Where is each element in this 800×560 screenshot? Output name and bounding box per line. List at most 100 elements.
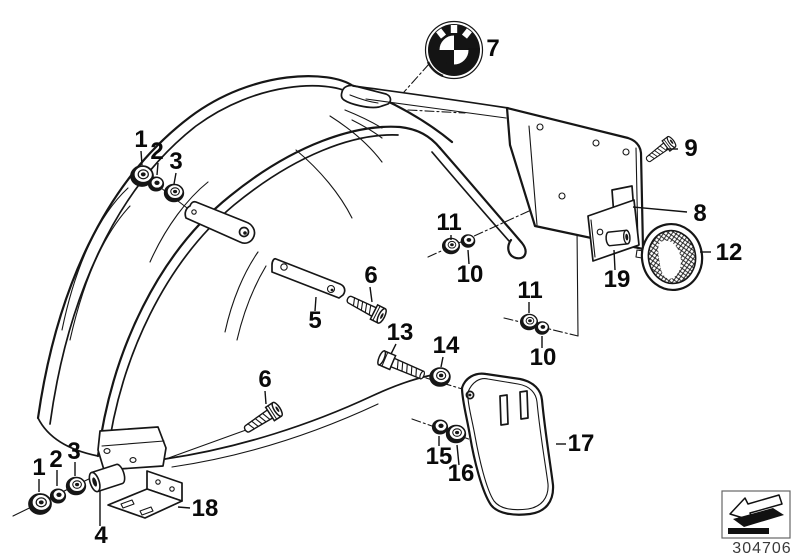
fender-streak (236, 265, 267, 341)
angle-bracket-18 (107, 470, 183, 519)
fender-top-bracket (340, 84, 392, 109)
part-callout: 3 (169, 148, 182, 175)
part-callout: 13 (387, 319, 414, 346)
fender-outer-edge-inner (49, 84, 351, 425)
bmw-roundel-icon (424, 20, 484, 80)
bracket-slot (139, 506, 154, 516)
strip-bracket-5 (271, 257, 346, 299)
part-callout: 2 (150, 138, 163, 165)
strip-bracket-hole (326, 284, 336, 294)
fender-streak (61, 187, 129, 331)
part-callout: 10 (457, 261, 484, 288)
part-callout: 18 (192, 495, 219, 522)
lug-hole (103, 448, 111, 454)
fender-mount-lug (97, 426, 167, 471)
nut-3-bottom (65, 476, 87, 496)
mudflap-slot (519, 390, 529, 420)
stay-arm-end (191, 209, 197, 215)
fasteners (28, 134, 678, 515)
plate-hole (536, 123, 544, 131)
screw-9 (642, 134, 678, 166)
part-callout: 14 (433, 332, 460, 359)
part-callout: 17 (568, 430, 595, 457)
reflector-highlight (658, 240, 681, 279)
callout-leader-line (156, 162, 159, 176)
nut-3-top (163, 183, 185, 203)
plate-hole (622, 148, 630, 156)
mudflap (460, 372, 555, 516)
reflector (640, 222, 704, 292)
washer-2-top (147, 176, 165, 192)
part-callout: 12 (716, 239, 743, 266)
fender-wheel-arch (96, 125, 442, 458)
fender-streak (344, 109, 383, 129)
mudflap-inner-line (467, 378, 549, 511)
callout-leader-line (369, 286, 373, 303)
washer-15 (431, 419, 449, 435)
washer-10-lower (534, 321, 550, 335)
fender-mount-lug-edge (101, 440, 165, 447)
part-callout: 5 (308, 307, 321, 334)
lug-hole (129, 457, 137, 463)
part-callout: 10 (530, 344, 557, 371)
fender-streak (69, 205, 131, 341)
spacer-bushing-19 (605, 229, 631, 247)
callout-leader-line (613, 249, 616, 271)
fender-top-fold (365, 98, 507, 119)
part-callout: 16 (448, 460, 475, 487)
fender-streak (149, 181, 209, 263)
nut-14 (429, 367, 451, 387)
fold-line-top (407, 109, 466, 114)
fold-line-plate (576, 227, 579, 337)
spacer-bushing-4 (86, 462, 128, 494)
screw-6-upper (343, 290, 389, 326)
strip-bracket-body (271, 257, 346, 299)
reflector-bracket (587, 185, 650, 262)
fender-bottom-left-edge (37, 417, 99, 457)
plate-hole (592, 139, 600, 147)
fender-outer-edge (36, 75, 454, 420)
part-callout: 7 (486, 35, 499, 62)
part-callout: 1 (134, 126, 147, 153)
fender-top-edge (352, 85, 509, 109)
fender-lower-rear-edge (164, 372, 447, 460)
part-callout: 15 (426, 443, 453, 470)
legend-box: 304706 (721, 490, 791, 557)
bolt-13 (377, 349, 426, 380)
export-arrow-icon (728, 494, 784, 534)
nut-16 (445, 424, 467, 444)
callout-leader-line (632, 206, 688, 213)
callout-leader-line (456, 444, 460, 466)
rear-fender-outline (36, 75, 527, 471)
callout-leader-line (140, 150, 143, 166)
callout-leader-line (173, 172, 177, 185)
part-callout: 8 (693, 200, 706, 227)
part-callout: 3 (67, 438, 80, 465)
callout-leader-line (440, 356, 444, 368)
mudflap-hole (465, 390, 475, 400)
mudflap-hole-center (468, 393, 472, 397)
strip-bracket-hole-center (330, 288, 334, 292)
part-callout: 6 (364, 262, 377, 289)
part-callout: 11 (517, 277, 542, 304)
part-callout: 4 (94, 522, 108, 549)
screw-6-lower (240, 400, 285, 438)
bracket-base (107, 488, 183, 519)
fender-rear-hook-inner (431, 151, 510, 242)
callout-leader-line (390, 343, 397, 355)
fender-top-bracket-line (349, 94, 379, 104)
callout-leader-line (177, 506, 191, 509)
stay-arm-hole-center (243, 231, 247, 235)
fender-streak (295, 149, 353, 219)
fender-streak (329, 115, 383, 163)
part-callout: 11 (436, 209, 461, 236)
bracket-plate (587, 199, 640, 262)
bracket-hole (596, 228, 604, 236)
part-callout: 9 (684, 135, 697, 162)
leader-emblem (403, 63, 430, 93)
plate-hole (558, 192, 566, 200)
fender-streak (224, 251, 259, 333)
